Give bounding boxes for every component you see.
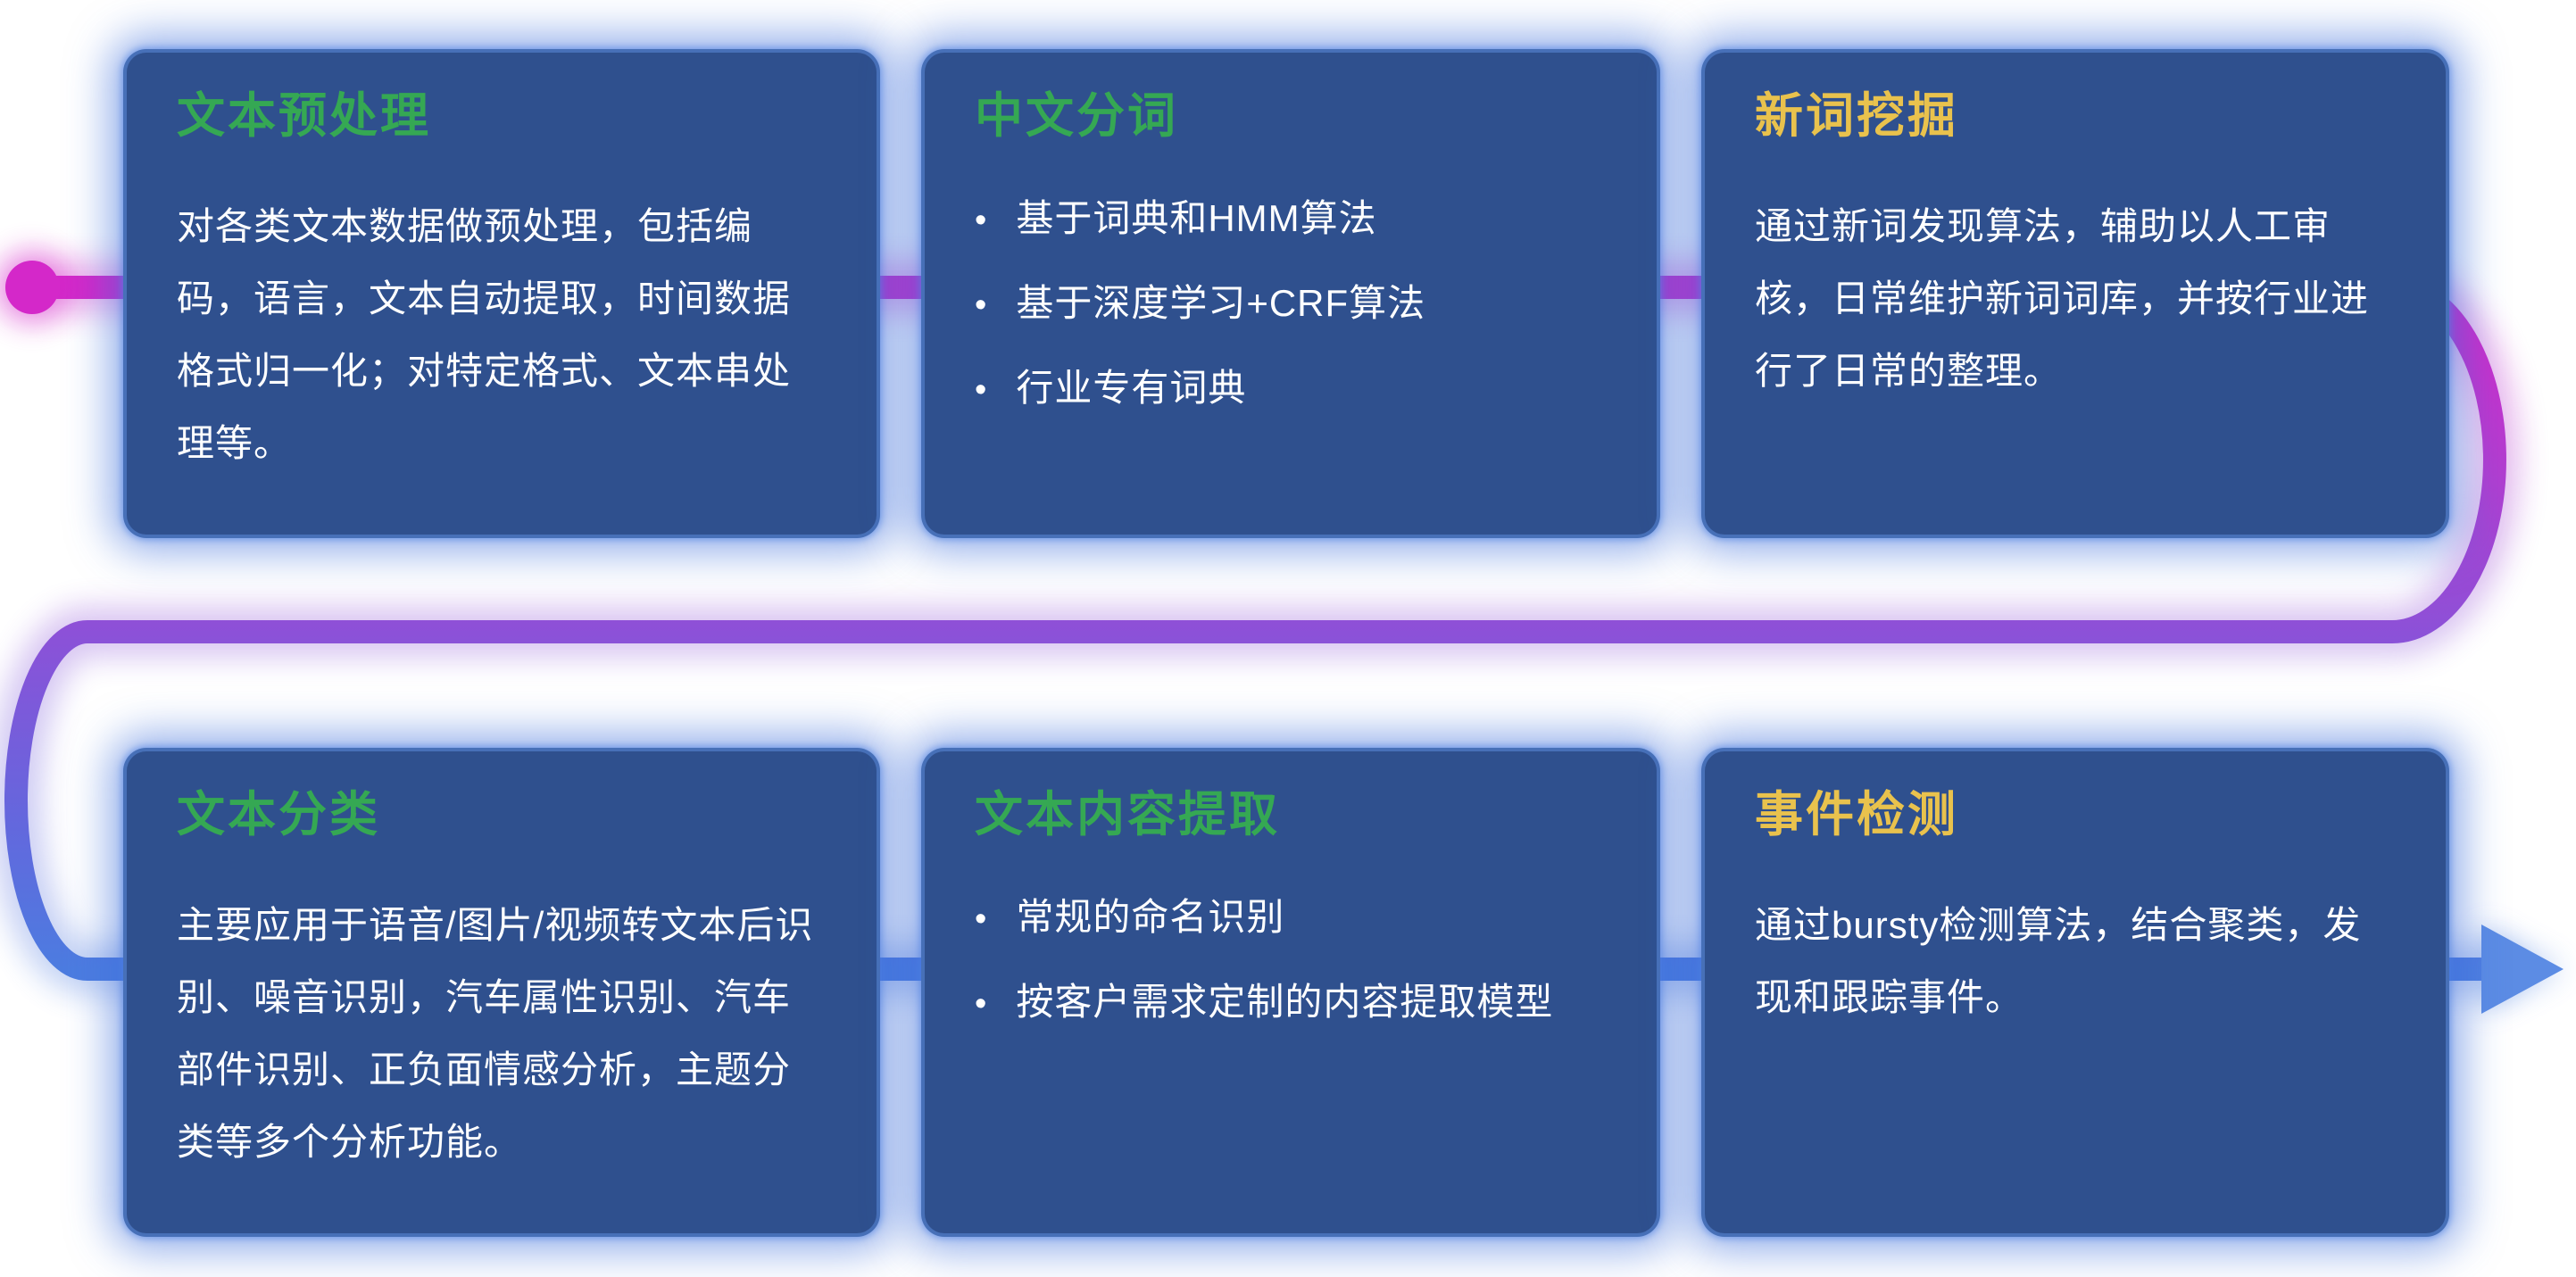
bullet-item: • 行业专有词典 [975,360,1607,416]
card-title: 中文分词 [975,89,1178,143]
pipe-start-dot [5,261,59,314]
bullet-dot-icon: • [975,371,988,410]
bullet-dot-icon: • [975,286,988,325]
card-title: 文本预处理 [177,89,431,143]
card-new-word-mining: 新词挖掘 通过新词发现算法，辅助以人工审核，日常维护新词词库，并按行业进行了日常… [1701,49,2449,538]
bullet-dot-icon: • [975,900,988,939]
pipe-path [4,276,2506,981]
bullet-item: • 基于词典和HMM算法 [975,190,1607,246]
card-title: 事件检测 [1755,788,1958,842]
bullet-dot-icon: • [975,202,988,240]
bullet-item: • 按客户需求定制的内容提取模型 [975,974,1607,1030]
card-title: 文本内容提取 [975,788,1280,842]
bullet-item: • 常规的命名识别 [975,889,1607,945]
card-body-text: 对各类文本数据做预处理，包括编码，语言，文本自动提取，时间数据格式归一化；对特定… [177,205,792,465]
card-text-classification: 文本分类 主要应用于语音/图片/视频转文本后识别、噪音识别，汽车属性识别、汽车部… [123,748,880,1237]
bullet-text: 基于深度学习+CRF算法 [1016,282,1426,325]
bullet-text: 行业专有词典 [1016,367,1247,410]
bullet-item: • 基于深度学习+CRF算法 [975,275,1607,331]
bullet-list: • 基于词典和HMM算法 • 基于深度学习+CRF算法 • 行业专有词典 [975,190,1607,416]
card-text-content-extraction: 文本内容提取 • 常规的命名识别 • 按客户需求定制的内容提取模型 [921,748,1660,1237]
pipe-arrow-icon [2481,925,2564,1014]
card-body-text: 通过bursty检测算法，结合聚类，发现和跟踪事件。 [1755,904,2362,1019]
card-body-text: 通过新词发现算法，辅助以人工审核，日常维护新词词库，并按行业进行了日常的整理。 [1755,205,2370,393]
card-event-detection: 事件检测 通过bursty检测算法，结合聚类，发现和跟踪事件。 [1701,748,2449,1237]
bullet-dot-icon: • [975,985,988,1024]
card-title: 文本分类 [177,788,380,842]
card-text-preprocessing: 文本预处理 对各类文本数据做预处理，包括编码，语言，文本自动提取，时间数据格式归… [123,49,880,538]
bullet-text: 常规的命名识别 [1016,896,1285,939]
card-chinese-word-segmentation: 中文分词 • 基于词典和HMM算法 • 基于深度学习+CRF算法 • 行业专有词… [921,49,1660,538]
bullet-text: 按客户需求定制的内容提取模型 [1016,981,1554,1024]
card-title: 新词挖掘 [1755,89,1958,143]
bullet-text: 基于词典和HMM算法 [1016,197,1377,240]
bullet-list: • 常规的命名识别 • 按客户需求定制的内容提取模型 [975,889,1607,1030]
card-body-text: 主要应用于语音/图片/视频转文本后识别、噪音识别，汽车属性识别、汽车部件识别、正… [177,904,814,1164]
